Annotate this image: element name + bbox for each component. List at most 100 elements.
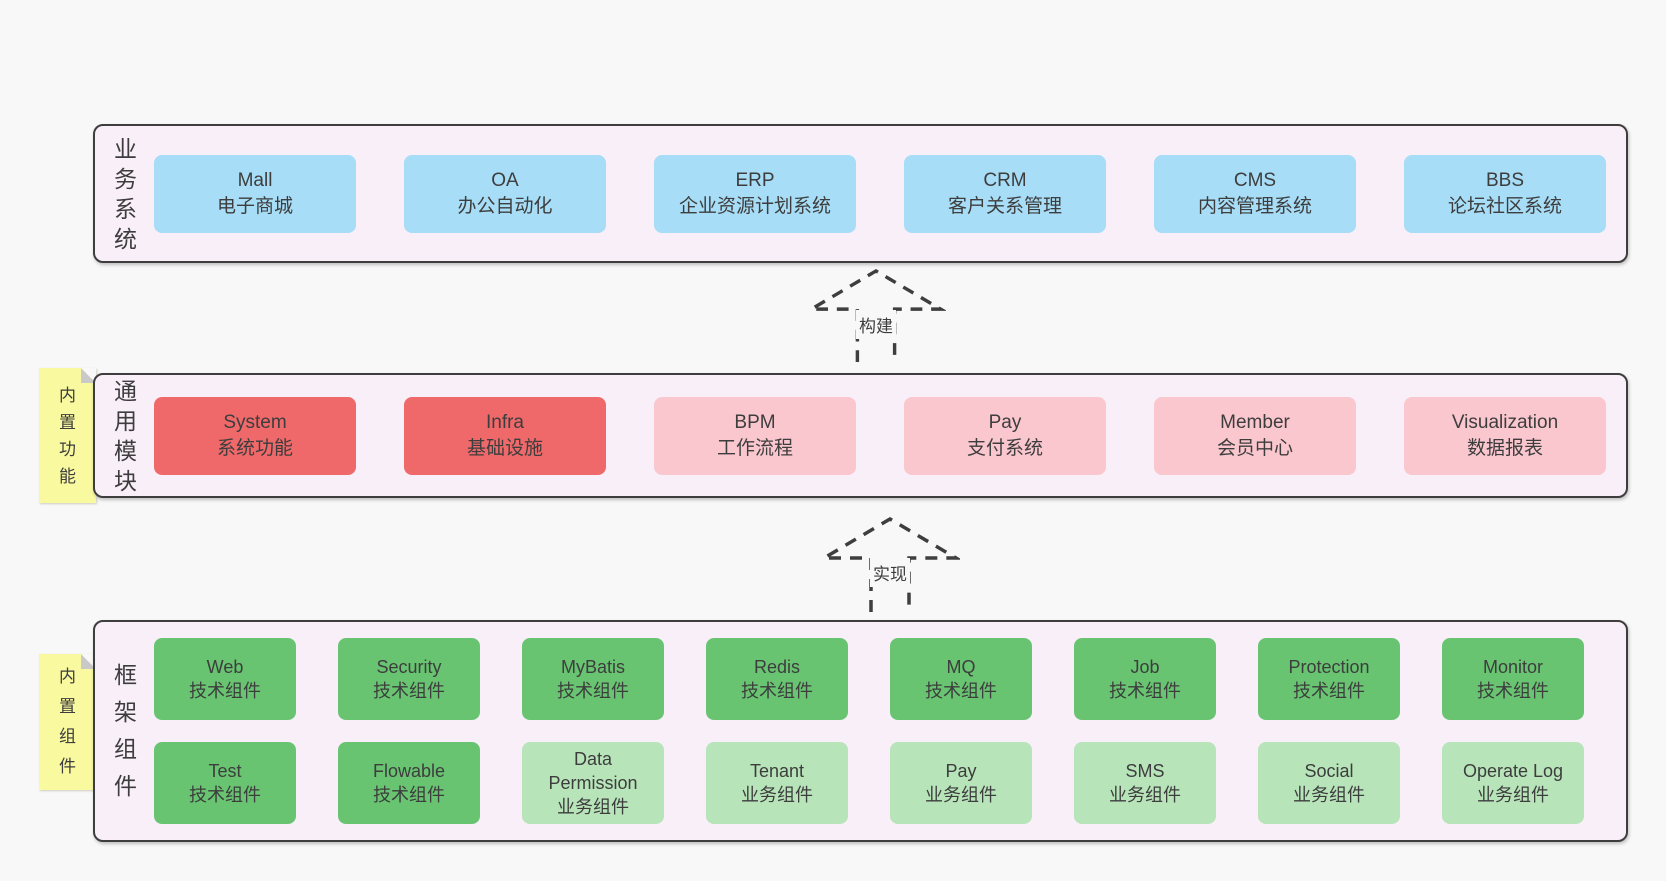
up-block-arrow-icon bbox=[806, 268, 946, 362]
arrow-label: 构建 bbox=[856, 310, 896, 339]
box-name: Data Permission bbox=[548, 749, 638, 793]
box-subtitle: 技术组件 bbox=[1477, 681, 1549, 701]
box-social: Social 业务组件 bbox=[1258, 742, 1400, 824]
layer-common-modules: 通用模块 System 系统功能 Infra 基础设施 BPM 工作流程 Pay… bbox=[93, 373, 1628, 498]
layer-title: 框架组件 bbox=[114, 662, 137, 799]
box-subtitle: 电子商城 bbox=[216, 195, 293, 217]
box-subtitle: 会员中心 bbox=[1216, 437, 1293, 459]
box-name: Pay bbox=[945, 761, 977, 781]
box-subtitle: 内容管理系统 bbox=[1197, 195, 1312, 217]
box-visualization: Visualization 数据报表 bbox=[1404, 396, 1606, 475]
box-name: Visualization bbox=[1451, 411, 1559, 433]
layer-title: 业务系统 bbox=[114, 135, 137, 252]
box-test: Test 技术组件 bbox=[154, 742, 296, 824]
box-name: Redis bbox=[753, 657, 801, 677]
arrow-build-up: 构建 bbox=[806, 268, 946, 362]
folded-corner-cut bbox=[81, 368, 96, 383]
sticky-note-text: 内置组件 bbox=[59, 667, 76, 776]
box-name: OA bbox=[491, 169, 519, 191]
box-name: Member bbox=[1220, 411, 1290, 433]
box-subtitle: 技术组件 bbox=[373, 785, 445, 805]
box-operate-log: Operate Log 业务组件 bbox=[1442, 742, 1584, 824]
box-name: Protection bbox=[1288, 657, 1370, 677]
box-monitor: Monitor 技术组件 bbox=[1442, 638, 1584, 720]
box-name: BPM bbox=[734, 411, 776, 433]
box-name: Tenant bbox=[749, 761, 805, 781]
box-tenant: Tenant 业务组件 bbox=[706, 742, 848, 824]
box-name: MyBatis bbox=[560, 657, 625, 677]
box-subtitle: 技术组件 bbox=[1293, 681, 1365, 701]
box-subtitle: 工作流程 bbox=[716, 437, 793, 459]
box-mybatis: MyBatis 技术组件 bbox=[522, 638, 664, 720]
business-box-row: Mall 电子商城 OA 办公自动化 ERP 企业资源计划系统 CRM 客户关系… bbox=[154, 154, 1606, 233]
box-mq: MQ 技术组件 bbox=[890, 638, 1032, 720]
box-pay-biz: Pay 业务组件 bbox=[890, 742, 1032, 824]
box-name: Mall bbox=[237, 169, 273, 191]
box-name: CMS bbox=[1233, 169, 1277, 191]
box-subtitle: 数据报表 bbox=[1466, 437, 1543, 459]
box-flowable: Flowable 技术组件 bbox=[338, 742, 480, 824]
box-subtitle: 技术组件 bbox=[557, 681, 629, 701]
box-security: Security 技术组件 bbox=[338, 638, 480, 720]
box-subtitle: 技术组件 bbox=[373, 681, 445, 701]
box-name: Test bbox=[208, 761, 242, 781]
layer-business-systems: 业务系统 Mall 电子商城 OA 办公自动化 ERP 企业资源计划系统 CRM… bbox=[93, 124, 1628, 263]
components-row-2: Test 技术组件 Flowable 技术组件 Data Permission … bbox=[154, 742, 1584, 824]
box-bpm: BPM 工作流程 bbox=[654, 396, 856, 475]
box-name: Monitor bbox=[1482, 657, 1544, 677]
box-web: Web 技术组件 bbox=[154, 638, 296, 720]
box-name: Flowable bbox=[372, 761, 446, 781]
box-bbs: BBS 论坛社区系统 bbox=[1404, 154, 1606, 233]
arrow-label: 实现 bbox=[870, 558, 910, 587]
box-data-permission: Data Permission 业务组件 bbox=[522, 742, 664, 824]
box-name: Web bbox=[206, 657, 244, 677]
box-subtitle: 业务组件 bbox=[1109, 785, 1181, 805]
box-name: Pay bbox=[988, 411, 1022, 433]
box-subtitle: 技术组件 bbox=[925, 681, 997, 701]
box-name: Operate Log bbox=[1462, 761, 1564, 781]
sticky-note-built-in-features: 内置功能 bbox=[39, 368, 96, 503]
box-subtitle: 基础设施 bbox=[466, 437, 543, 459]
box-system: System 系统功能 bbox=[154, 396, 356, 475]
arrow-implement-up: 实现 bbox=[820, 516, 960, 612]
box-subtitle: 业务组件 bbox=[1477, 785, 1549, 805]
box-job: Job 技术组件 bbox=[1074, 638, 1216, 720]
box-subtitle: 技术组件 bbox=[1109, 681, 1181, 701]
box-name: CRM bbox=[983, 169, 1027, 191]
box-subtitle: 技术组件 bbox=[189, 785, 261, 805]
box-pay: Pay 支付系统 bbox=[904, 396, 1106, 475]
box-infra: Infra 基础设施 bbox=[404, 396, 606, 475]
box-cms: CMS 内容管理系统 bbox=[1154, 154, 1356, 233]
box-subtitle: 论坛社区系统 bbox=[1447, 195, 1562, 217]
box-name: MQ bbox=[946, 657, 976, 677]
box-name: Job bbox=[1130, 657, 1160, 677]
sticky-note-text: 内置功能 bbox=[59, 385, 76, 486]
box-name: System bbox=[223, 411, 287, 433]
box-erp: ERP 企业资源计划系统 bbox=[654, 154, 856, 233]
box-subtitle: 业务组件 bbox=[741, 785, 813, 805]
box-subtitle: 企业资源计划系统 bbox=[678, 195, 831, 217]
sticky-note-built-in-components: 内置组件 bbox=[39, 654, 96, 790]
box-subtitle: 系统功能 bbox=[216, 437, 293, 459]
box-name: Social bbox=[1304, 761, 1354, 781]
box-name: SMS bbox=[1125, 761, 1165, 781]
components-grid: Web 技术组件 Security 技术组件 MyBatis 技术组件 Redi… bbox=[154, 638, 1584, 824]
box-protection: Protection 技术组件 bbox=[1258, 638, 1400, 720]
box-name: ERP bbox=[735, 169, 775, 191]
box-member: Member 会员中心 bbox=[1154, 396, 1356, 475]
box-sms: SMS 业务组件 bbox=[1074, 742, 1216, 824]
box-crm: CRM 客户关系管理 bbox=[904, 154, 1106, 233]
box-subtitle: 技术组件 bbox=[741, 681, 813, 701]
components-row-1: Web 技术组件 Security 技术组件 MyBatis 技术组件 Redi… bbox=[154, 638, 1584, 720]
box-name: Security bbox=[376, 657, 442, 677]
box-subtitle: 办公自动化 bbox=[457, 195, 553, 217]
layer-title: 通用模块 bbox=[114, 377, 137, 494]
folded-corner-cut bbox=[81, 654, 96, 669]
box-redis: Redis 技术组件 bbox=[706, 638, 848, 720]
box-subtitle: 业务组件 bbox=[557, 797, 629, 817]
modules-box-row: System 系统功能 Infra 基础设施 BPM 工作流程 Pay 支付系统… bbox=[154, 396, 1606, 475]
box-subtitle: 业务组件 bbox=[925, 785, 997, 805]
box-subtitle: 支付系统 bbox=[966, 437, 1043, 459]
layer-framework-components: 框架组件 Web 技术组件 Security 技术组件 MyBatis 技术组件… bbox=[93, 620, 1628, 842]
box-subtitle: 客户关系管理 bbox=[947, 195, 1062, 217]
